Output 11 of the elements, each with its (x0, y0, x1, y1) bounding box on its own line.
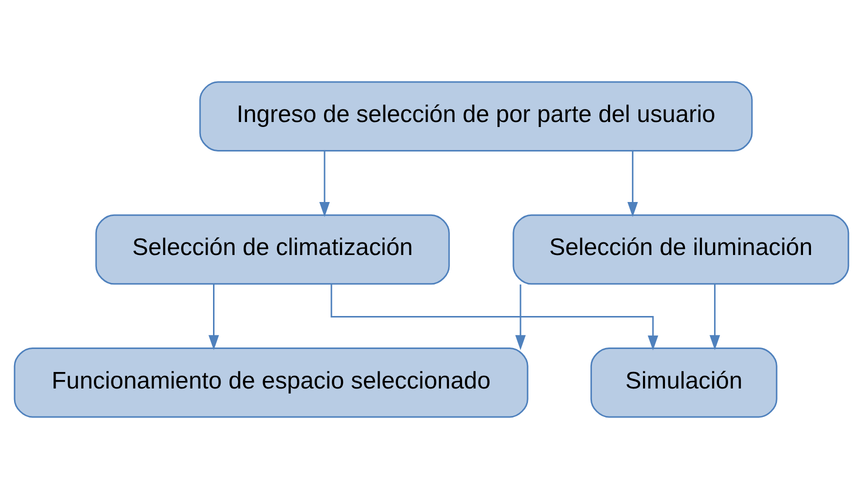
arrow (319, 151, 330, 218)
node-box: Simulación (590, 347, 778, 418)
arrow (710, 284, 720, 350)
node-box: Funcionamiento de espacio seleccionado (14, 347, 528, 418)
node-box: Selección de climatización (95, 214, 450, 285)
arrow (627, 151, 638, 218)
arrow (330, 284, 658, 350)
arrow (515, 284, 526, 350)
node-box: Ingreso de selección de por parte del usuario (199, 81, 753, 152)
node-box: Selección de iluminación (512, 214, 850, 285)
arrow (208, 284, 219, 350)
